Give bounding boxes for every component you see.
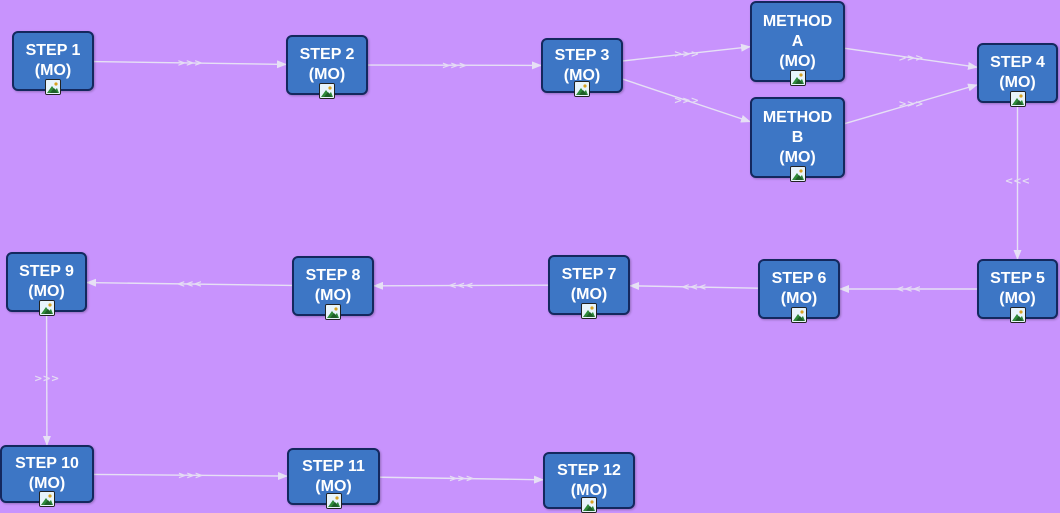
node-label-line: B <box>792 128 804 148</box>
connector-marker: <<< <box>896 284 921 295</box>
node-label-line: (MO) <box>315 286 351 306</box>
connector-marker: >>> <box>34 374 59 385</box>
node-label-line: STEP 7 <box>562 265 617 285</box>
image-icon[interactable] <box>581 497 597 513</box>
node-label-line: (MO) <box>35 61 71 81</box>
node-step8[interactable]: STEP 8(MO) <box>292 256 374 316</box>
node-step5[interactable]: STEP 5(MO) <box>977 259 1058 319</box>
node-label-line: (MO) <box>999 73 1035 93</box>
node-label-line: (MO) <box>779 148 815 168</box>
node-label-line: (MO) <box>781 289 817 309</box>
node-label-line: STEP 8 <box>306 266 361 286</box>
image-icon[interactable] <box>326 493 342 509</box>
connector-marker: <<< <box>1005 176 1030 187</box>
connector-marker: <<< <box>448 281 473 292</box>
image-icon[interactable] <box>45 79 61 95</box>
node-step2[interactable]: STEP 2(MO) <box>286 35 368 95</box>
node-step11[interactable]: STEP 11(MO) <box>287 448 380 505</box>
connector-marker: <<< <box>681 282 706 293</box>
connector-marker: >>> <box>898 99 923 110</box>
node-label-line: (MO) <box>999 289 1035 309</box>
node-step10[interactable]: STEP 10(MO) <box>0 445 94 503</box>
node-label-line: STEP 11 <box>302 457 365 477</box>
node-step9[interactable]: STEP 9(MO) <box>6 252 87 312</box>
connector-marker: >>> <box>674 49 699 60</box>
node-label-line: STEP 3 <box>555 46 610 66</box>
node-label-line: (MO) <box>779 52 815 72</box>
image-icon[interactable] <box>790 70 806 86</box>
node-label-line: STEP 1 <box>26 41 81 61</box>
image-icon[interactable] <box>325 304 341 320</box>
node-label-line: STEP 4 <box>990 53 1045 73</box>
image-icon[interactable] <box>1010 307 1026 323</box>
image-icon[interactable] <box>790 166 806 182</box>
node-step4[interactable]: STEP 4(MO) <box>977 43 1058 103</box>
node-label-line: (MO) <box>571 285 607 305</box>
node-step3[interactable]: STEP 3(MO) <box>541 38 623 93</box>
node-label-line: STEP 9 <box>19 262 74 282</box>
node-step1[interactable]: STEP 1(MO) <box>12 31 94 91</box>
node-step12[interactable]: STEP 12(MO) <box>543 452 635 509</box>
connector-marker: >>> <box>177 58 202 69</box>
image-icon[interactable] <box>791 307 807 323</box>
node-label-line: (MO) <box>309 65 345 85</box>
image-icon[interactable] <box>319 83 335 99</box>
node-label-line: METHOD <box>763 12 832 32</box>
connector-marker: >>> <box>674 95 699 106</box>
node-label-line: (MO) <box>28 282 64 302</box>
connector-marker: >>> <box>442 60 467 71</box>
connector-marker: >>> <box>178 470 203 481</box>
image-icon[interactable] <box>39 491 55 507</box>
connector-marker: <<< <box>177 279 202 290</box>
node-step6[interactable]: STEP 6(MO) <box>758 259 840 319</box>
node-label-line: STEP 5 <box>990 269 1045 289</box>
image-icon[interactable] <box>574 81 590 97</box>
connector-marker: >>> <box>449 474 474 485</box>
connector-marker: >>> <box>898 53 923 64</box>
image-icon[interactable] <box>39 300 55 316</box>
node-label-line: STEP 12 <box>557 461 621 481</box>
image-icon[interactable] <box>581 303 597 319</box>
node-label-line: A <box>792 32 804 52</box>
node-label-line: METHOD <box>763 108 832 128</box>
node-step7[interactable]: STEP 7(MO) <box>548 255 630 315</box>
node-label-line: STEP 2 <box>300 45 355 65</box>
node-label-line: STEP 10 <box>15 454 79 474</box>
node-label-line: STEP 6 <box>772 269 827 289</box>
image-icon[interactable] <box>1010 91 1026 107</box>
